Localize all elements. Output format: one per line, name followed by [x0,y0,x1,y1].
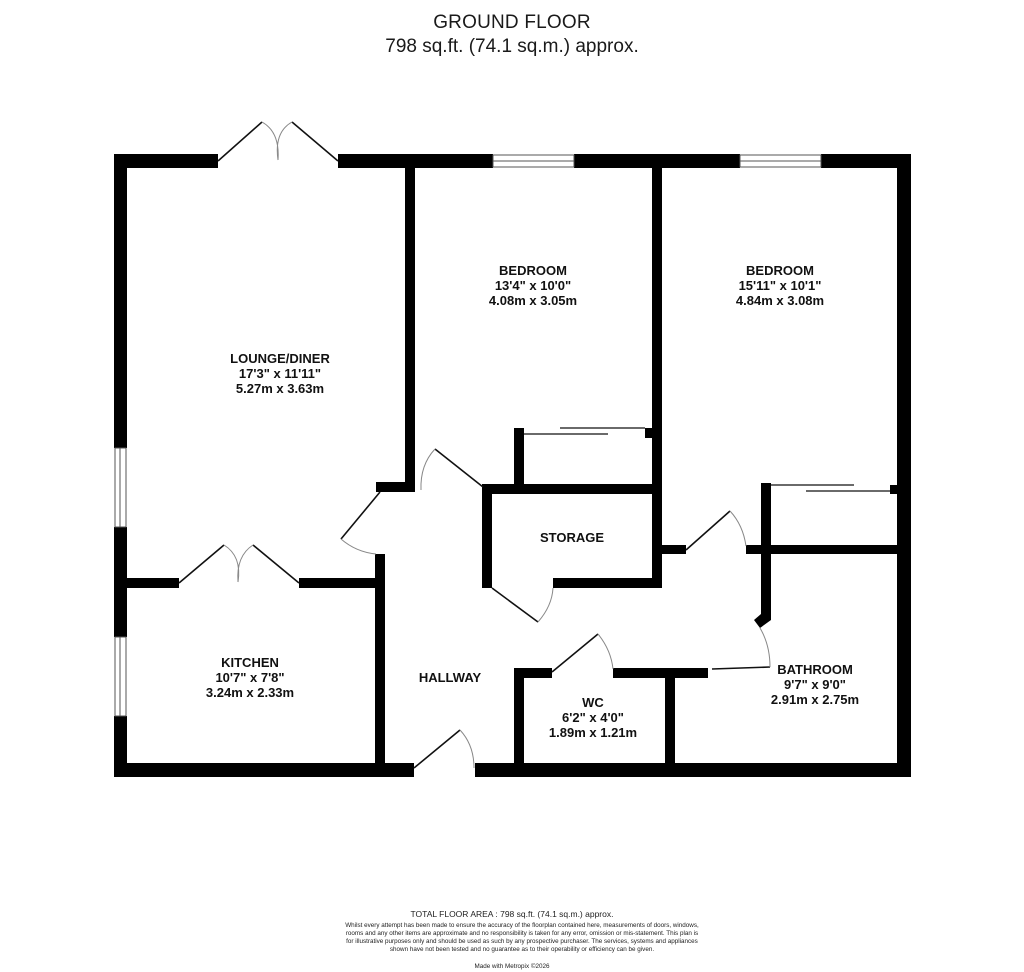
room-bedroom-2: BEDROOM 15'11" x 10'1" 4.84m x 3.08m [736,263,824,308]
room-bedroom-1: BEDROOM 13'4" x 10'0" 4.08m x 3.05m [489,263,577,308]
room-metric: 1.89m x 1.21m [548,725,638,740]
room-imperial: 17'3" x 11'11" [238,366,322,381]
room-kitchen: KITCHEN 10'7" x 7'8" 3.24m x 2.33m [206,655,294,700]
floor-area: 798 sq.ft. (74.1 sq.m.) approx. [385,36,639,57]
room-storage: STORAGE [540,530,604,545]
room-metric: 2.91m x 2.75m [770,692,860,707]
room-imperial: 9'7" x 9'0" [784,677,846,692]
room-name: HALLWAY [418,670,482,685]
room-hallway: HALLWAY [419,670,481,685]
room-imperial: 10'7" x 7'8" [215,670,285,685]
room-name: BATHROOM [777,662,853,677]
made-with-credit: Made with Metropix ©2026 [474,963,550,970]
disclaimer: Whilst every attempt has been made to en… [345,922,699,953]
floor-title: GROUND FLOOR [433,12,591,33]
room-name: BEDROOM [499,263,567,278]
walls [114,154,911,777]
room-metric: 4.08m x 3.05m [488,293,578,308]
room-wc: WC 6'2" x 4'0" 1.89m x 1.21m [549,695,637,740]
room-imperial: 13'4" x 10'0" [494,278,572,293]
room-imperial: 6'2" x 4'0" [562,710,624,725]
room-lounge-diner: LOUNGE/DINER 17'3" x 11'11" 5.27m x 3.63… [230,351,330,396]
room-bathroom: BATHROOM 9'7" x 9'0" 2.91m x 2.75m [771,662,859,707]
room-metric: 5.27m x 3.63m [235,381,325,396]
door-arcs [223,121,771,769]
total-floor-area: TOTAL FLOOR AREA : 798 sq.ft. (74.1 sq.m… [410,909,614,919]
room-name: WC [582,695,604,710]
room-metric: 3.24m x 2.33m [205,685,295,700]
doors [178,121,890,769]
room-imperial: 15'11" x 10'1" [738,278,822,293]
room-name: STORAGE [539,530,605,545]
room-name: LOUNGE/DINER [230,351,330,366]
room-metric: 4.84m x 3.08m [735,293,825,308]
room-name: BEDROOM [746,263,814,278]
windows [114,154,822,717]
room-name: KITCHEN [221,655,279,670]
